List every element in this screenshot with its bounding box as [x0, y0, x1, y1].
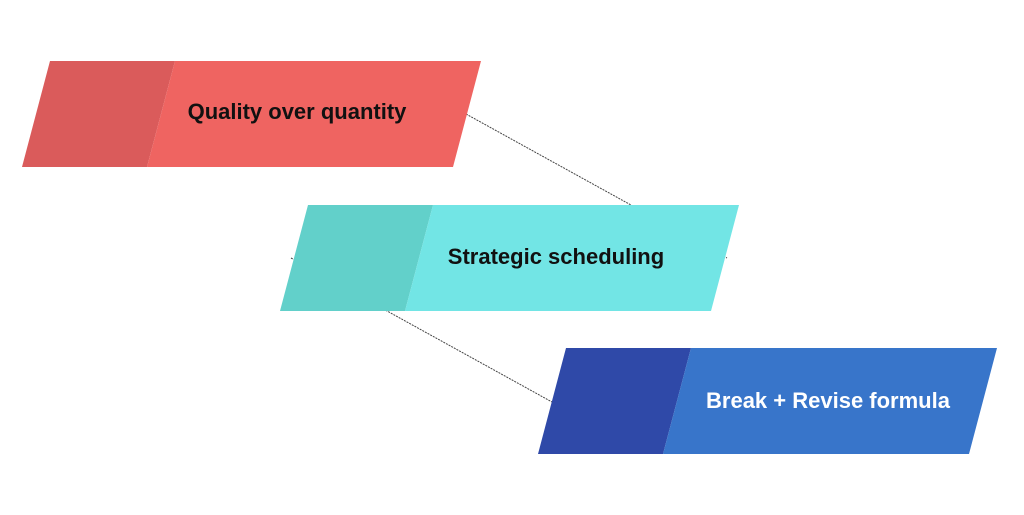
- connector-line-1-2: [465, 113, 728, 259]
- step-2-light-segment: [405, 205, 739, 311]
- step-quality-over-quantity: Quality over quantity: [22, 61, 481, 167]
- step-3-label: Break + Revise formula: [706, 388, 951, 413]
- step-break-revise-formula: Break + Revise formula: [538, 348, 997, 454]
- step-3-light-segment: [663, 348, 997, 454]
- step-2-dark-segment: [280, 205, 433, 311]
- step-3-dark-segment: [538, 348, 691, 454]
- step-strategic-scheduling: Strategic scheduling: [280, 205, 739, 311]
- step-1-light-segment: [147, 61, 481, 167]
- step-1-dark-segment: [22, 61, 175, 167]
- step-1-label: Quality over quantity: [188, 99, 408, 124]
- step-2-label: Strategic scheduling: [448, 244, 664, 269]
